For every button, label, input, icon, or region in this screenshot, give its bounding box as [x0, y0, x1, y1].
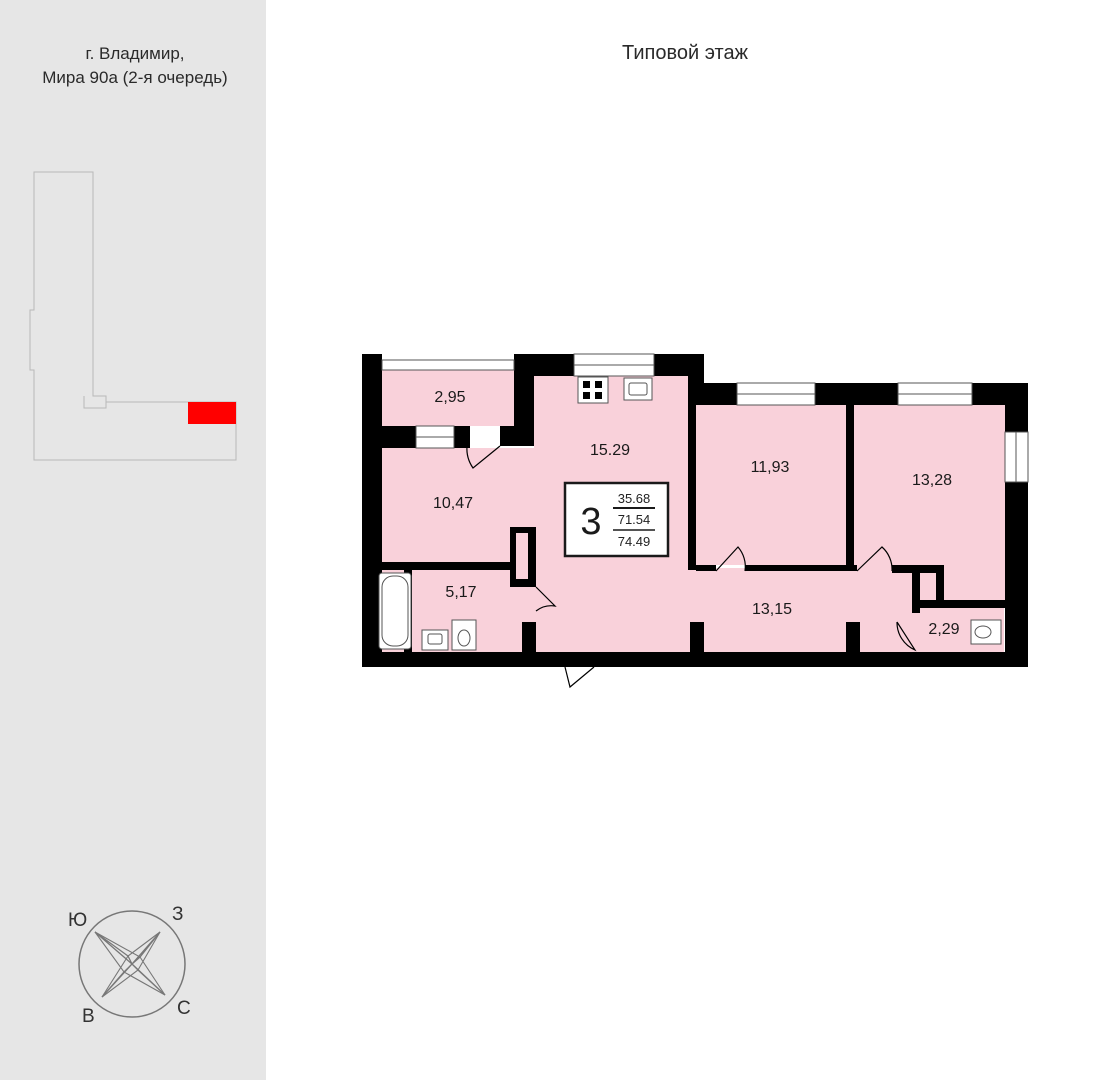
living-area-value: 35.68 [618, 491, 651, 506]
room-area-bedroom-1: 11,93 [751, 459, 790, 476]
room-area-bedroom-2: 13,28 [912, 472, 952, 489]
address-city: г. Владимир, [85, 44, 185, 63]
room-area-corridor: 13,15 [752, 601, 792, 618]
toilet-icon [451, 619, 477, 651]
room-area-balcony: 2,95 [434, 389, 465, 406]
door-swings [466, 445, 917, 689]
wc-toilet-icon [970, 619, 1002, 645]
room-area-living: 10,47 [433, 495, 473, 512]
floor-title: Типовой этаж [622, 42, 748, 64]
floor-plan: 2,95 15.29 11,93 13,28 10,47 5,17 13,15 … [362, 353, 1029, 689]
compass-icon [78, 910, 186, 1018]
address-street: Мира 90а (2-я очередь) [42, 68, 228, 87]
total-area-with-balcony-value: 74.49 [618, 534, 651, 549]
rooms-count: 3 [580, 501, 601, 543]
compass-east-label: В [82, 1006, 95, 1027]
site-plan [29, 171, 237, 461]
compass-south-label: Ю [68, 910, 88, 931]
kitchen-stove-icon [577, 376, 609, 404]
room-area-wc: 2,29 [928, 621, 959, 638]
apartment-summary: 3 35.68 71.54 74.49 [563, 481, 670, 558]
compass-north-label: С [177, 998, 191, 1019]
room-area-bathroom: 5,17 [445, 584, 476, 601]
kitchen-sink-icon [623, 377, 653, 401]
compass-west-label: З [172, 904, 184, 925]
sidebar: г. Владимир, Мира 90а (2-я очередь) Ю З … [0, 0, 266, 1080]
bathroom-sink-icon [421, 629, 449, 651]
bathtub-icon [378, 572, 412, 650]
windows [381, 353, 1029, 483]
room-area-kitchen: 15.29 [590, 442, 630, 459]
window-mullions [416, 364, 1017, 482]
total-area-value: 71.54 [618, 512, 651, 527]
apartment-location-marker [188, 402, 236, 424]
